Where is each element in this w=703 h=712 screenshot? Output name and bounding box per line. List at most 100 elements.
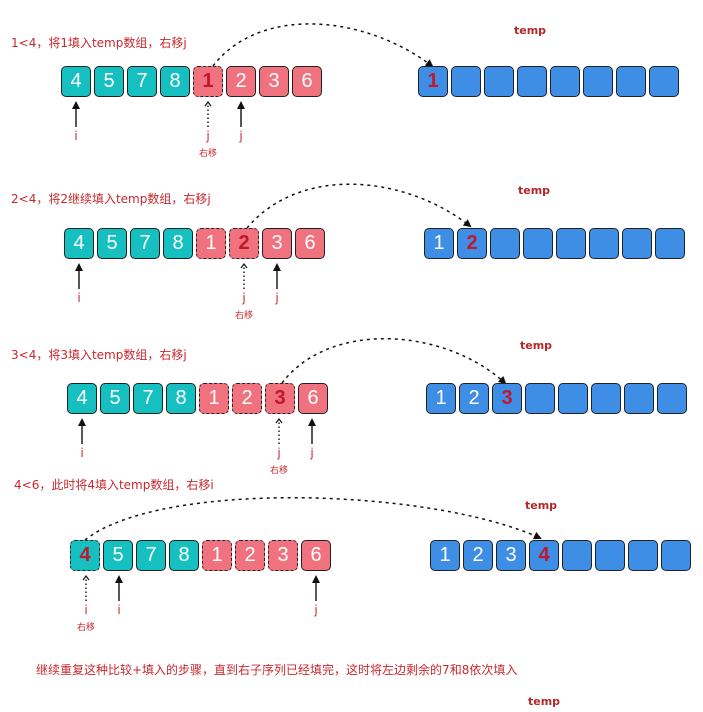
step-4-move-note: 右移 bbox=[77, 623, 96, 633]
step-2-temp-cell: 1 bbox=[424, 228, 454, 259]
step-1-temp-cell bbox=[649, 66, 679, 97]
step-1-temp-cell bbox=[484, 66, 514, 97]
step-2-temp-cell: 2 bbox=[457, 228, 487, 259]
step-3-pointer-label: j bbox=[310, 446, 314, 460]
step-2-right-cell: 2 bbox=[229, 228, 259, 259]
step-3-pointer-label: j bbox=[277, 446, 281, 460]
step-1-left-cell: 7 bbox=[127, 66, 157, 97]
step-4-pointer-label: i bbox=[117, 603, 121, 617]
step-1-left-cell: 5 bbox=[94, 66, 124, 97]
step-4-temp-cell bbox=[595, 540, 625, 571]
step-2-fill-arrow bbox=[246, 183, 472, 229]
step-3-temp-cell bbox=[657, 383, 687, 414]
step-2-right-cell: 6 bbox=[295, 228, 325, 259]
step-1-fill-arrow bbox=[212, 23, 434, 68]
step-1-pointer-label: j bbox=[206, 129, 210, 143]
step-2-temp-cell bbox=[655, 228, 685, 259]
step-4-pointer-label: j bbox=[314, 603, 318, 617]
step-3-caption: 3<4，将3填入temp数组，右移j bbox=[11, 348, 187, 362]
step-2-temp-cell bbox=[622, 228, 652, 259]
step-1-right-cell: 6 bbox=[292, 66, 322, 97]
step-4-left-cell: 4 bbox=[70, 540, 100, 571]
step-4-temp-cell bbox=[661, 540, 691, 571]
step-3-temp-cell: 2 bbox=[459, 383, 489, 414]
temp-label-2: temp bbox=[518, 184, 551, 197]
step-4-right-cell: 6 bbox=[301, 540, 331, 571]
step-4-pointer-tip bbox=[82, 575, 90, 581]
step-4-temp-cell bbox=[562, 540, 592, 571]
step-2-temp-cell bbox=[589, 228, 619, 259]
step-2-pointer-label: j bbox=[242, 291, 246, 305]
step-3-left-cell: 5 bbox=[100, 383, 130, 414]
step-4-pointer-label: i bbox=[84, 603, 88, 617]
step-2-left-cell: 4 bbox=[64, 228, 94, 259]
step-3-temp-cell: 3 bbox=[492, 383, 522, 414]
step-4-left-cell: 8 bbox=[169, 540, 199, 571]
step-1-move-note: 右移 bbox=[199, 149, 218, 159]
temp-label-4: temp bbox=[525, 499, 558, 512]
step-1-caption: 1<4，将1填入temp数组，右移j bbox=[11, 36, 187, 50]
step-2-pointer-tip bbox=[240, 263, 248, 269]
step-1-temp-cell bbox=[550, 66, 580, 97]
step-4-temp-cell: 4 bbox=[529, 540, 559, 571]
step-4-left-cell: 5 bbox=[103, 540, 133, 571]
step-3-fill-arrow bbox=[281, 337, 507, 385]
step-2-move-note: 右移 bbox=[235, 311, 254, 321]
step-4-temp-cell bbox=[628, 540, 658, 571]
temp-label-1: temp bbox=[514, 24, 547, 37]
step-2-left-cell: 5 bbox=[97, 228, 127, 259]
step-3-right-cell: 2 bbox=[232, 383, 262, 414]
step-3-pointer-label: i bbox=[80, 446, 84, 460]
step-2-caption: 2<4，将2继续填入temp数组，右移j bbox=[11, 192, 211, 206]
step-3-temp-cell: 1 bbox=[426, 383, 456, 414]
step-3-left-cell: 7 bbox=[133, 383, 163, 414]
step-2-left-cell: 8 bbox=[163, 228, 193, 259]
step-4-right-cell: 2 bbox=[235, 540, 265, 571]
step-3-temp-cell bbox=[525, 383, 555, 414]
step-1-right-cell: 2 bbox=[226, 66, 256, 97]
step-4-left-cell: 7 bbox=[136, 540, 166, 571]
step-3-temp-cell bbox=[558, 383, 588, 414]
step-1-right-cell: 3 bbox=[259, 66, 289, 97]
step-1-pointer-tip bbox=[204, 101, 212, 107]
step-3-left-cell: 4 bbox=[67, 383, 97, 414]
step-1-left-cell: 8 bbox=[160, 66, 190, 97]
step-1-temp-cell bbox=[517, 66, 547, 97]
step-4-caption: 4<6，此时将4填入temp数组，右移i bbox=[14, 478, 214, 492]
step-2-temp-cell bbox=[523, 228, 553, 259]
step-4-temp-cell: 2 bbox=[463, 540, 493, 571]
step-2-left-cell: 7 bbox=[130, 228, 160, 259]
temp-label-5: temp bbox=[528, 695, 561, 708]
step-2-right-cell: 3 bbox=[262, 228, 292, 259]
temp-label-3: temp bbox=[520, 339, 553, 352]
step-2-pointer-label: j bbox=[275, 291, 279, 305]
step-3-right-cell: 3 bbox=[265, 383, 295, 414]
step-1-left-cell: 4 bbox=[61, 66, 91, 97]
step-3-pointer-tip bbox=[275, 418, 283, 424]
step-1-temp-cell bbox=[583, 66, 613, 97]
step-3-right-cell: 6 bbox=[298, 383, 328, 414]
step-2-temp-cell bbox=[556, 228, 586, 259]
step-3-left-cell: 8 bbox=[166, 383, 196, 414]
step-4-temp-cell: 3 bbox=[496, 540, 526, 571]
step-2-temp-cell bbox=[490, 228, 520, 259]
step-1-pointer-label: j bbox=[239, 129, 243, 143]
step-2-right-cell: 1 bbox=[196, 228, 226, 259]
step-3-right-cell: 1 bbox=[199, 383, 229, 414]
step-1-right-cell: 1 bbox=[193, 66, 223, 97]
step-1-temp-cell bbox=[616, 66, 646, 97]
step-4-temp-cell: 1 bbox=[430, 540, 460, 571]
step-2-pointer-label: i bbox=[77, 291, 81, 305]
step-4-right-cell: 3 bbox=[268, 540, 298, 571]
step-4-fill-arrow bbox=[84, 496, 542, 541]
step-3-temp-cell bbox=[591, 383, 621, 414]
step-1-temp-cell bbox=[451, 66, 481, 97]
footer-note: 继续重复这种比较+填入的步骤，直到右子序列已经填完，这时将左边剩余的7和8依次填… bbox=[36, 663, 518, 677]
step-1-pointer-label: i bbox=[74, 129, 78, 143]
step-4-right-cell: 1 bbox=[202, 540, 232, 571]
step-1-temp-cell: 1 bbox=[418, 66, 448, 97]
step-3-move-note: 右移 bbox=[270, 466, 289, 476]
step-3-temp-cell bbox=[624, 383, 654, 414]
